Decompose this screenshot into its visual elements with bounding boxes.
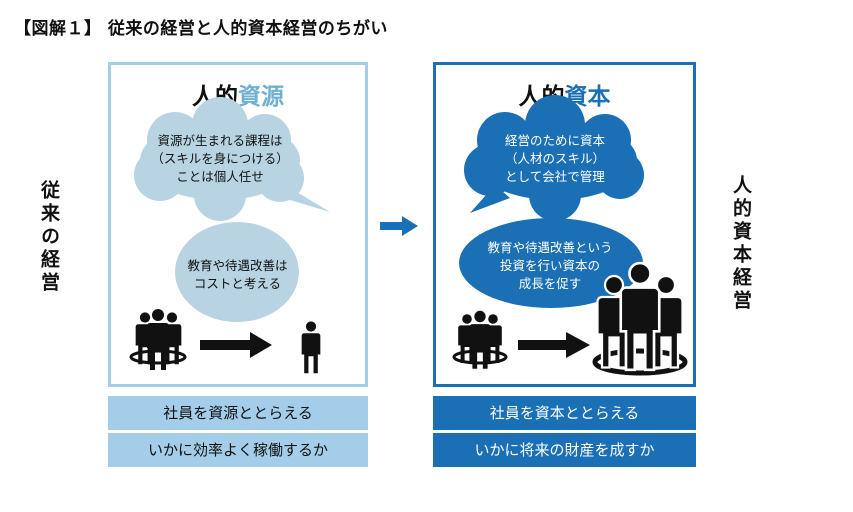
panel-human-resource: 人的資源: [108, 62, 368, 387]
bubble-line: 教育や待遇改善という: [487, 240, 613, 255]
bubble-line: ことは個人任せ: [176, 169, 264, 184]
bubble-line: 投資を行い資本の: [499, 258, 600, 273]
side-label-traditional: 従来の経営: [38, 180, 60, 295]
thought-bubble-right-1: [464, 95, 644, 221]
band-left-goal: いかに効率よく稼働するか: [108, 433, 368, 467]
title-accent: 資源: [238, 84, 284, 110]
bubble-text-right-1: 経営のために資本 （人材のスキル） として会社で管理: [480, 132, 630, 186]
band-right-view: 社員を資本ととらえる: [433, 396, 696, 430]
bubble-line: 資源が生まれる課程は: [157, 133, 283, 148]
center-arrow-icon: [380, 216, 418, 236]
band-right-goal: いかに将来の財産を成すか: [433, 433, 696, 467]
arrow-right-icon: [518, 332, 590, 358]
side-label-human-capital: 人的資本経営: [730, 175, 752, 313]
arrow-right-icon: [200, 332, 272, 358]
thought-bubble-left-2: [175, 222, 299, 322]
bubble-line: 教育や待遇改善は: [187, 258, 288, 273]
panel-title-human-resource: 人的資源: [111, 77, 365, 111]
thought-bubble-left-1: [134, 97, 330, 221]
bubble-line: （人材のスキル）: [504, 151, 605, 166]
bubble-line: （スキルを身につける）: [151, 151, 289, 166]
people-group-icon: [129, 309, 187, 370]
single-person-icon: [301, 321, 321, 374]
band-left-view: 社員を資源ととらえる: [108, 396, 368, 430]
bubble-text-left-1: 資源が生まれる課程は （スキルを身につける） ことは個人任せ: [145, 132, 295, 186]
diagram-title: 【図解１】 従来の経営と人的資本経営のちがい: [14, 19, 388, 39]
people-group-icon: [452, 310, 508, 369]
bubble-line: コストと考える: [193, 276, 282, 291]
bubble-line: 経営のために資本: [504, 133, 605, 148]
bubble-text-right-2: 教育や待遇改善という 投資を行い資本の 成長を促す: [470, 239, 630, 293]
thought-bubble-right-2: [459, 218, 643, 308]
bubble-line: 成長を促す: [518, 276, 582, 291]
large-people-group-icon: [592, 261, 688, 376]
bubble-text-left-2: 教育や待遇改善は コストと考える: [175, 257, 300, 293]
bubble-line: として会社で管理: [505, 169, 605, 184]
